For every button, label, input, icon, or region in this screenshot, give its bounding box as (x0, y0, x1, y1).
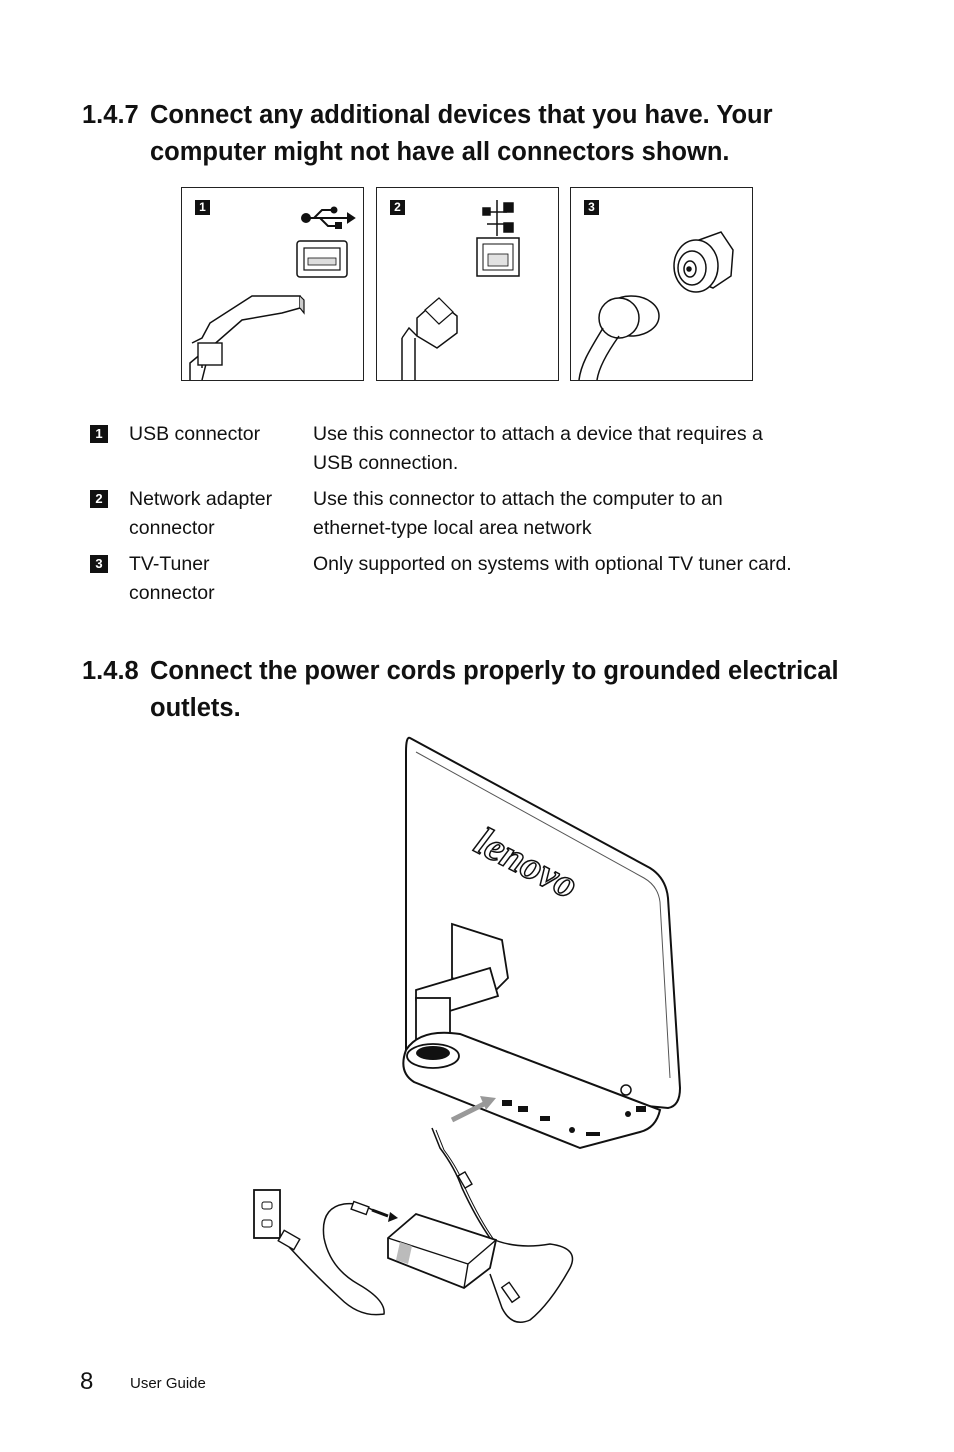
network-connector-panel: 2 (376, 187, 559, 381)
connector-row: 3 TV-Tuner connector Only supported on s… (90, 550, 850, 615)
term-line: connector (129, 582, 215, 604)
power-connection-illustration: lenovo (253, 736, 682, 1323)
usb-connector-panel: 1 (181, 187, 364, 381)
row-badge: 1 (90, 425, 108, 443)
network-illustration (401, 200, 520, 380)
desc-line: Use this connector to attach the compute… (313, 488, 723, 510)
desc-line: USB connection. (313, 452, 459, 474)
coax-icon (673, 231, 734, 293)
section-title-line1: Connect the power cords properly to grou… (150, 657, 839, 685)
row-badge: 3 (90, 555, 108, 573)
connector-description: Use this connector to attach the compute… (313, 485, 853, 543)
row-badge: 2 (90, 490, 108, 508)
footer-label: User Guide (130, 1375, 206, 1392)
connector-description: Use this connector to attach a device th… (313, 420, 853, 478)
desc-line: Only supported on systems with optional … (313, 553, 792, 575)
usb-icon (301, 206, 356, 229)
term-line: connector (129, 517, 215, 539)
coax-illustration (578, 231, 734, 380)
connector-description: Only supported on systems with optional … (313, 550, 853, 579)
connector-term: TV-Tuner connector (129, 550, 309, 608)
tv-tuner-connector-panel: 3 (570, 187, 753, 381)
section-number: 1.4.8 (82, 657, 139, 685)
usb-illustration (189, 206, 356, 380)
connector-row: 2 Network adapter connector Use this con… (90, 485, 850, 550)
section-title-line2: computer might not have all connectors s… (150, 138, 730, 166)
desc-line: Use this connector to attach a device th… (313, 423, 763, 445)
section-number: 1.4.7 (82, 101, 139, 129)
connector-term: Network adapter connector (129, 485, 309, 543)
section-heading-1-4-7: 1.4.7 Connect any additional devices that… (82, 97, 773, 171)
page-number: 8 (80, 1368, 94, 1395)
desc-line: ethernet-type local area network (313, 517, 592, 539)
term-text: USB connector (129, 423, 261, 445)
section-title-line1: Connect any additional devices that you … (150, 101, 773, 129)
panel-badge: 3 (584, 200, 599, 215)
panel-badge: 1 (195, 200, 210, 215)
term-line: TV-Tuner (129, 553, 210, 575)
section-heading-1-4-8: 1.4.8 Connect the power cords properly to… (82, 653, 839, 727)
connector-term: USB connector (129, 420, 309, 449)
connector-row: 1 USB connector Use this connector to at… (90, 420, 850, 485)
panel-badge: 2 (390, 200, 405, 215)
term-line: Network adapter (129, 488, 273, 510)
network-icon (482, 200, 514, 236)
connector-table: 1 USB connector Use this connector to at… (90, 420, 850, 615)
section-title-line2: outlets. (150, 694, 241, 722)
